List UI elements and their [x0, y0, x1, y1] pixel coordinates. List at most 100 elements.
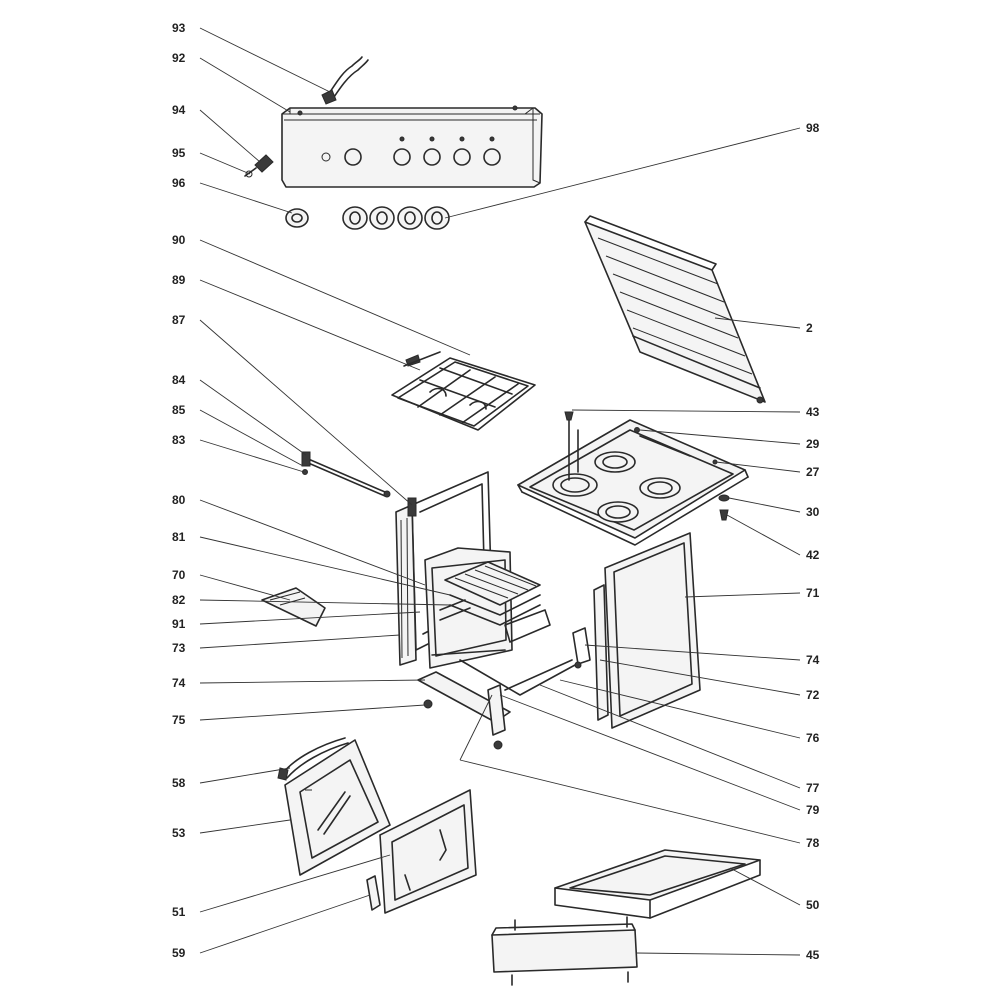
part-small-knob-96 [285, 208, 309, 228]
leader-81 [199, 536, 451, 596]
leader-42 [726, 514, 801, 556]
part-side-panel-71 [572, 532, 701, 729]
part-inner-door-51 [366, 789, 477, 914]
leader-53 [199, 819, 291, 834]
part-top-lid-2 [584, 215, 766, 404]
leader-85 [199, 409, 304, 467]
callout-43: 43 [806, 405, 820, 419]
leader-71 [684, 592, 801, 598]
callout-labels: 93 92 94 95 96 98 90 89 87 2 84 85 83 43… [172, 21, 820, 962]
leader-78 [459, 759, 801, 844]
callout-96: 96 [172, 176, 186, 190]
leader-96 [199, 182, 293, 214]
callout-98: 98 [806, 121, 820, 135]
callout-72: 72 [806, 688, 820, 702]
leader-2 [714, 317, 801, 329]
callout-79: 79 [806, 803, 820, 817]
callout-85: 85 [172, 403, 186, 417]
leader-59 [199, 894, 371, 954]
part-burner-screw-42 [719, 509, 729, 521]
leader-77 [539, 684, 801, 789]
leader-74r [584, 644, 801, 661]
leader-83 [199, 439, 305, 473]
part-support-rod-84 [301, 451, 391, 498]
callout-81: 81 [172, 530, 186, 544]
leader-91 [199, 611, 421, 625]
part-control-knobs-98 [342, 206, 450, 230]
leader-82 [199, 599, 451, 606]
callout-71: 71 [806, 586, 820, 600]
leader-80 [199, 499, 426, 586]
callout-83: 83 [172, 433, 186, 447]
callout-87: 87 [172, 313, 186, 327]
callout-29: 29 [806, 437, 820, 451]
leader-87 [199, 319, 413, 506]
leader-51 [199, 854, 391, 913]
callout-82: 82 [172, 593, 186, 607]
callout-30: 30 [806, 505, 820, 519]
part-control-panel-92 [281, 105, 543, 188]
callout-74-right: 74 [806, 653, 820, 667]
leader-58 [199, 767, 291, 784]
part-bottom-frame-74 [417, 649, 576, 750]
callout-27: 27 [806, 465, 820, 479]
callout-58: 58 [172, 776, 186, 790]
callout-84: 84 [172, 373, 186, 387]
part-hob-top-27 [517, 411, 749, 546]
leader-92 [199, 57, 291, 113]
leader-74l [199, 679, 426, 684]
part-oven-cavity-81 [424, 547, 551, 669]
leader-89 [199, 279, 421, 371]
callout-70: 70 [172, 568, 186, 582]
callout-74-left: 74 [172, 676, 186, 690]
leader-90 [199, 239, 471, 356]
callout-80: 80 [172, 493, 186, 507]
part-drawer-tray-50 [554, 849, 761, 919]
callout-51: 51 [172, 905, 186, 919]
callout-75: 75 [172, 713, 186, 727]
leader-75 [199, 704, 426, 721]
callout-45: 45 [806, 948, 820, 962]
callout-91: 91 [172, 617, 186, 631]
callout-94: 94 [172, 103, 186, 117]
leader-76 [559, 679, 801, 739]
leader-98 [444, 127, 801, 219]
leader-43 [571, 409, 801, 413]
leader-95a [199, 152, 251, 175]
callout-95: 95 [172, 146, 186, 160]
callout-89: 89 [172, 273, 186, 287]
part-plinth-45 [491, 916, 638, 986]
callout-92: 92 [172, 51, 186, 65]
callout-53: 53 [172, 826, 186, 840]
leader-lines [199, 27, 801, 956]
callout-73: 73 [172, 641, 186, 655]
leader-30 [728, 497, 801, 513]
callout-42: 42 [806, 548, 820, 562]
leader-84 [199, 379, 307, 456]
leader-93 [199, 27, 331, 93]
leader-94 [199, 109, 261, 163]
callout-76: 76 [806, 731, 820, 745]
part-ignition-switch-94 [244, 154, 274, 178]
leader-70 [199, 574, 291, 601]
part-oven-door-53 [284, 739, 391, 876]
part-burner-cap-30 [718, 494, 730, 502]
leader-72 [599, 659, 801, 696]
leader-29 [639, 429, 801, 445]
leader-78b [459, 694, 493, 761]
callout-90: 90 [172, 233, 186, 247]
callout-50: 50 [806, 898, 820, 912]
part-gas-hose-93 [321, 56, 369, 105]
callout-93: 93 [172, 21, 186, 35]
leader-45 [635, 952, 801, 956]
callout-78: 78 [806, 836, 820, 850]
part-pan-supports-90 [391, 351, 536, 431]
leader-73 [199, 634, 401, 649]
callout-77: 77 [806, 781, 820, 795]
callout-59: 59 [172, 946, 186, 960]
leader-50 [729, 867, 801, 906]
callout-2: 2 [806, 321, 813, 335]
leader-79 [499, 694, 801, 811]
